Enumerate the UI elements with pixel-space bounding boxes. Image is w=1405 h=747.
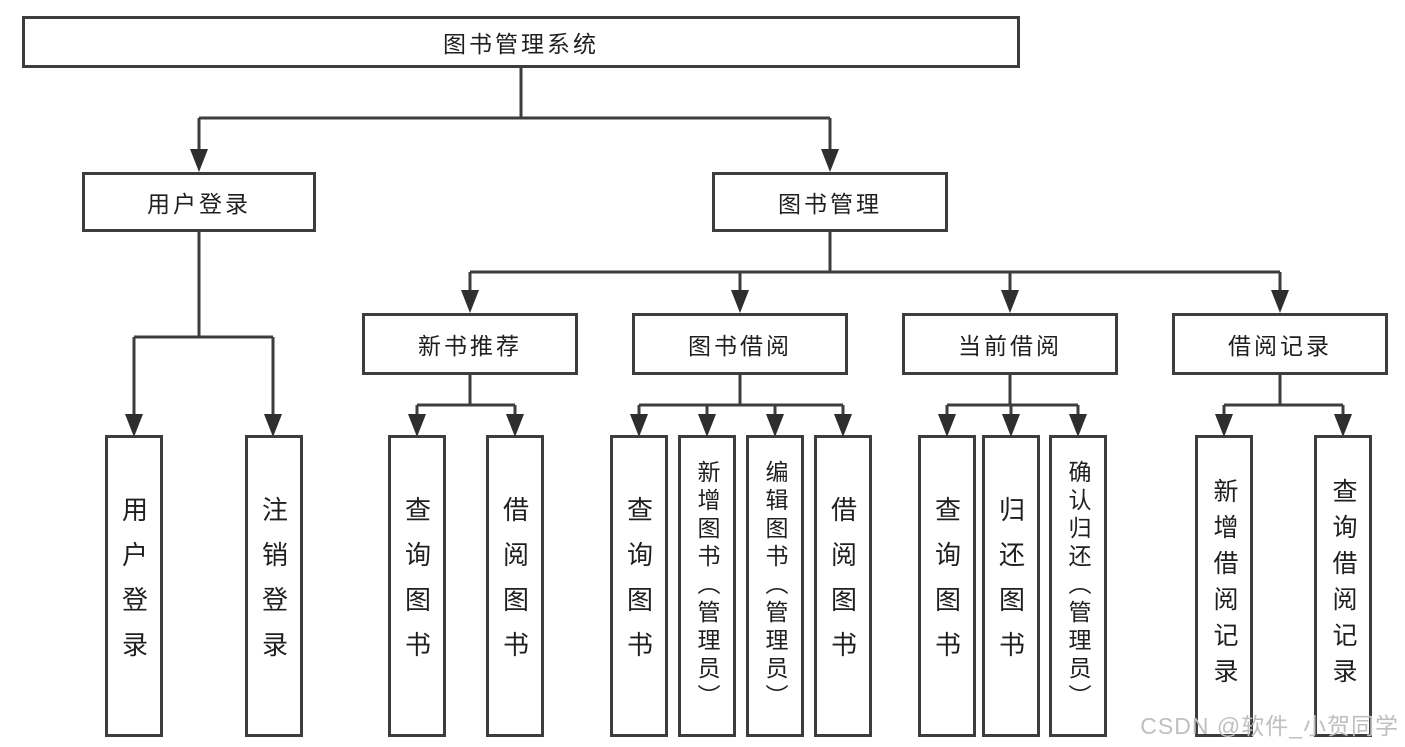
node-user-login: 用户登录 <box>82 172 316 232</box>
node-label: 当前借阅 <box>958 333 1062 359</box>
node-label: 编辑图书（管理员） <box>762 460 788 712</box>
node-label: 用户登录 <box>118 496 149 676</box>
node-book-management: 图书管理 <box>712 172 948 232</box>
leaf-add-borrow-record: 新增借阅记录 <box>1195 435 1253 737</box>
node-borrow-records: 借阅记录 <box>1172 313 1388 375</box>
leaf-add-book-admin: 新增图书（管理员） <box>678 435 736 737</box>
leaf-borrow-books-recommend: 借阅图书 <box>486 435 544 737</box>
node-label: 图书管理 <box>778 191 882 217</box>
node-label: 归还图书 <box>995 496 1026 676</box>
node-label: 借阅记录 <box>1228 333 1332 359</box>
leaf-user-login: 用户登录 <box>105 435 163 737</box>
node-label: 借阅图书 <box>499 496 530 676</box>
leaf-return-book: 归还图书 <box>982 435 1040 737</box>
csdn-watermark: CSDN @软件_小贺同学 <box>1140 713 1399 739</box>
node-label: 查询图书 <box>931 496 962 676</box>
node-new-book-recommend: 新书推荐 <box>362 313 578 375</box>
arrowheads <box>125 149 1352 437</box>
node-label: 新增图书（管理员） <box>694 460 720 712</box>
leaf-query-books-current: 查询图书 <box>918 435 976 737</box>
node-library-system: 图书管理系统 <box>22 16 1020 68</box>
node-label: 查询图书 <box>623 496 654 676</box>
node-label: 查询借阅记录 <box>1329 478 1357 694</box>
node-label: 用户登录 <box>147 191 251 217</box>
node-label: 新增借阅记录 <box>1210 478 1238 694</box>
leaf-query-books-borrow: 查询图书 <box>610 435 668 737</box>
leaf-query-books-recommend: 查询图书 <box>388 435 446 737</box>
node-label: 借阅图书 <box>827 496 858 676</box>
node-label: 图书管理系统 <box>443 31 599 57</box>
node-label: 图书借阅 <box>688 333 792 359</box>
node-label: 确认归还（管理员） <box>1065 460 1091 712</box>
leaf-confirm-return-admin: 确认归还（管理员） <box>1049 435 1107 737</box>
connector-edges <box>132 68 1345 418</box>
node-book-borrow: 图书借阅 <box>632 313 848 375</box>
leaf-edit-book-admin: 编辑图书（管理员） <box>746 435 804 737</box>
node-current-borrow: 当前借阅 <box>902 313 1118 375</box>
leaf-query-borrow-record: 查询借阅记录 <box>1314 435 1372 737</box>
leaf-logout: 注销登录 <box>245 435 303 737</box>
node-label: 查询图书 <box>401 496 432 676</box>
node-label: 注销登录 <box>258 496 289 676</box>
node-label: 新书推荐 <box>418 333 522 359</box>
leaf-borrow-books: 借阅图书 <box>814 435 872 737</box>
